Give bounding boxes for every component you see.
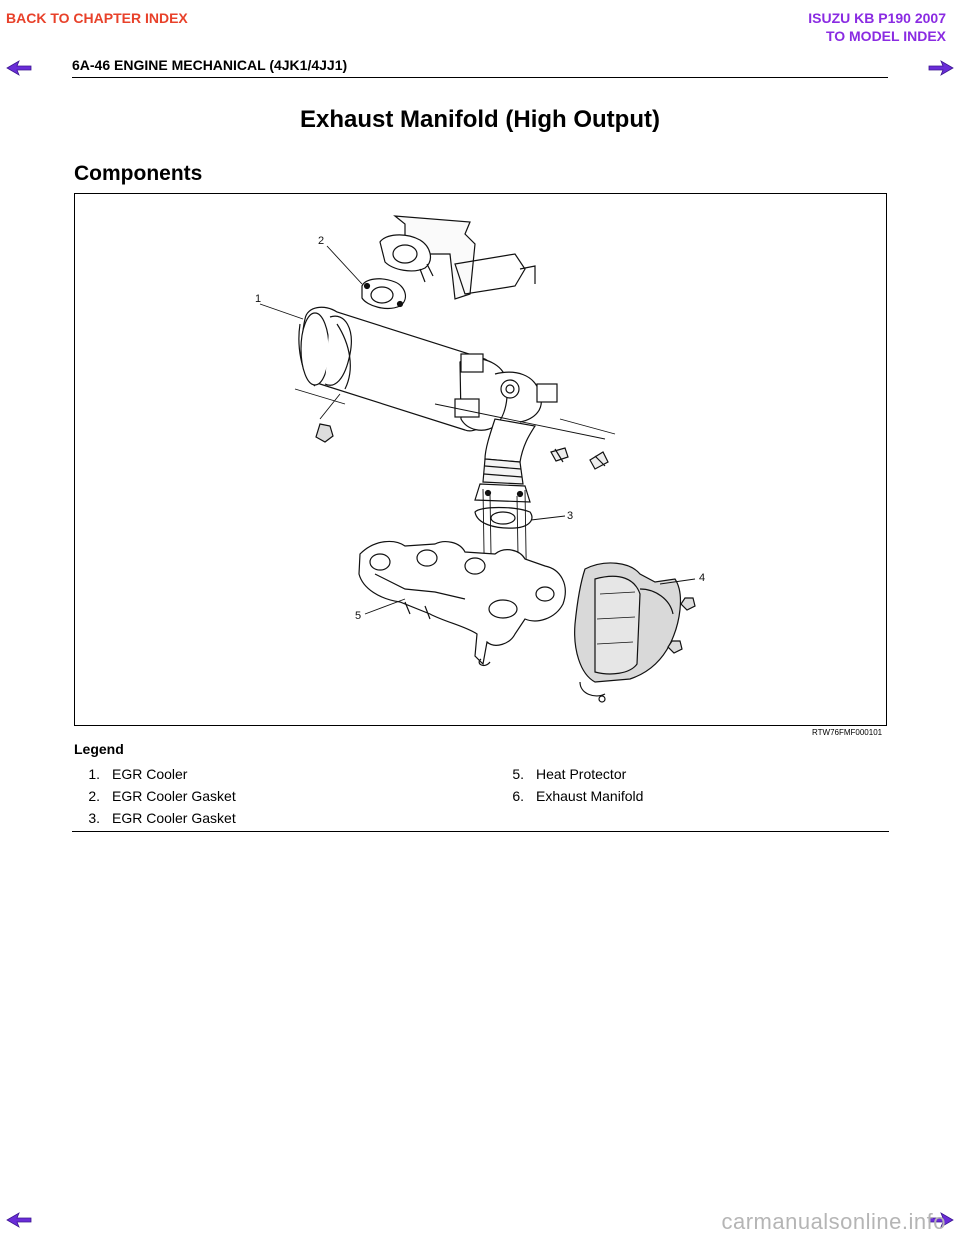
legend-number: 1. (88, 766, 100, 782)
legend-number: 6. (512, 788, 524, 804)
callout-1: 1 (255, 293, 261, 305)
callout-3: 3 (567, 510, 573, 522)
figure-id: RTW76FMF000101 (812, 728, 883, 737)
legend-number: 5. (512, 766, 524, 782)
legend-number: 2. (88, 788, 100, 804)
legend-item: 2. EGR Cooler Gasket (74, 788, 236, 804)
model-title-link[interactable]: ISUZU KB P190 2007 (808, 10, 946, 26)
watermark: carmanualsonline.info (721, 1209, 946, 1234)
exhaust-manifold-exploded-view: 1 2 3 4 5 (255, 215, 705, 703)
to-model-index-link[interactable]: TO MODEL INDEX (825, 28, 946, 44)
components-heading: Components (74, 162, 203, 185)
legend-title: Legend (74, 741, 124, 757)
callout-2: 2 (318, 235, 324, 247)
legend-label: EGR Cooler (112, 766, 188, 782)
page-header: 6A-46 ENGINE MECHANICAL (4JK1/4JJ1) (72, 57, 348, 73)
legend-label: EGR Cooler Gasket (112, 788, 236, 804)
bottom-divider (72, 831, 889, 832)
next-page-arrow-icon[interactable] (928, 60, 954, 76)
callout-5: 5 (355, 610, 361, 622)
legend-label: EGR Cooler Gasket (112, 810, 236, 826)
legend-label: Exhaust Manifold (536, 788, 644, 804)
section-title: Exhaust Manifold (High Output) (300, 106, 660, 133)
legend-label: Heat Protector (536, 766, 627, 782)
previous-page-arrow-icon[interactable] (6, 1212, 32, 1228)
component-diagram: 1 2 3 4 5 (74, 193, 887, 726)
header-divider (72, 77, 888, 78)
legend-item: 1. EGR Cooler (74, 766, 187, 782)
legend-item: 3. EGR Cooler Gasket (74, 810, 236, 826)
legend-item: 5. Heat Protector (498, 766, 626, 782)
legend-number: 3. (88, 810, 100, 826)
callout-4: 4 (699, 572, 705, 584)
legend-item: 6. Exhaust Manifold (498, 788, 643, 804)
previous-page-arrow-icon[interactable] (6, 60, 32, 76)
next-page-arrow-icon[interactable] (928, 1212, 954, 1228)
back-to-chapter-index-link[interactable]: BACK TO CHAPTER INDEX (6, 10, 188, 26)
